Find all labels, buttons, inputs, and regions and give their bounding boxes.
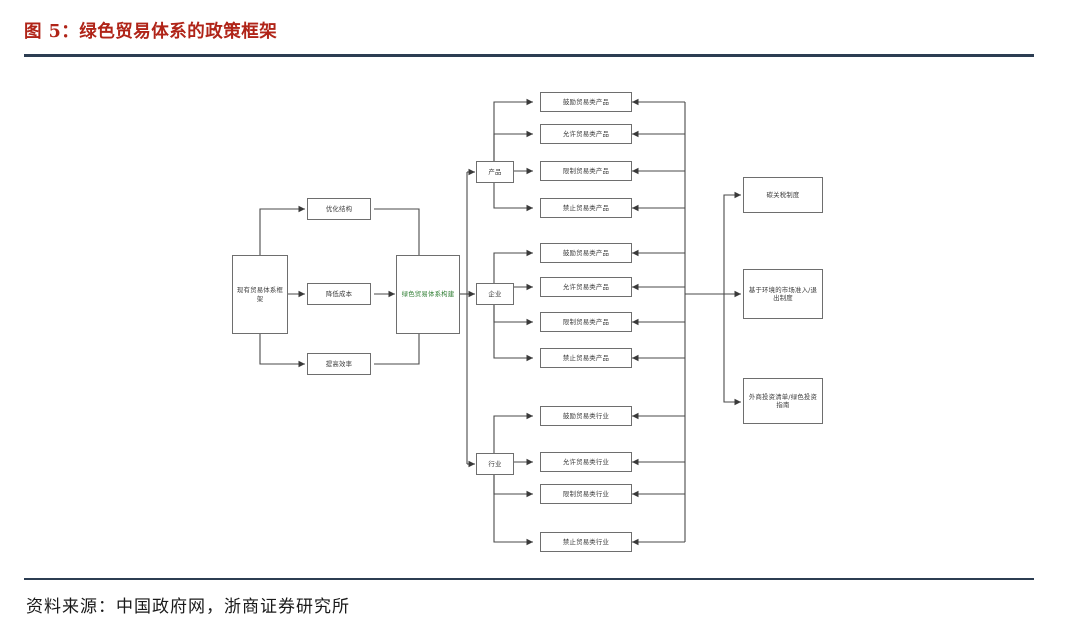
figure-header: 图 5：绿色贸易体系的政策框架 <box>24 20 1056 64</box>
diagram-connectors <box>259 98 741 546</box>
node-category-product[interactable]: 产品 <box>476 161 514 183</box>
node-category-0-label: 产品 <box>488 167 502 176</box>
node-industry-1-label: 允许贸易类行业 <box>562 457 610 466</box>
node-product-encourage[interactable]: 鼓励贸易类产品 <box>540 92 632 112</box>
node-product-prohibit[interactable]: 禁止贸易类产品 <box>540 198 632 218</box>
node-category-enterprise[interactable]: 企业 <box>476 283 514 305</box>
node-enterprise-0-label: 鼓励贸易类产品 <box>562 248 610 257</box>
node-category-1-label: 企业 <box>488 289 502 298</box>
node-policy-market-access[interactable]: 基于环境的市场准入/退出制度 <box>743 269 823 319</box>
node-core-label: 绿色贸易体系构建 <box>401 290 455 299</box>
diagram-canvas: 现有贸易体系框架 优化结构 降低成本 提高效率 绿色贸易体系构建 产品 企业 行… <box>24 62 1034 574</box>
node-goal-optimize-structure[interactable]: 优化结构 <box>307 198 371 220</box>
node-enterprise-2-label: 限制贸易类产品 <box>562 317 610 326</box>
node-goal-improve-efficiency[interactable]: 提高效率 <box>307 353 371 375</box>
node-enterprise-permit[interactable]: 允许贸易类产品 <box>540 277 632 297</box>
node-category-industry[interactable]: 行业 <box>476 453 514 475</box>
node-product-1-label: 允许贸易类产品 <box>562 129 610 138</box>
node-policy-1-label: 基于环境的市场准入/退出制度 <box>748 285 818 302</box>
node-product-3-label: 禁止贸易类产品 <box>562 203 610 212</box>
node-policy-carbon-tariff[interactable]: 碳关税制度 <box>743 177 823 213</box>
node-industry-2-label: 限制贸易类行业 <box>562 489 610 498</box>
node-industry-3-label: 禁止贸易类行业 <box>562 537 610 546</box>
node-goal-0-label: 优化结构 <box>325 204 353 213</box>
node-enterprise-encourage[interactable]: 鼓励贸易类产品 <box>540 243 632 263</box>
node-industry-encourage[interactable]: 鼓励贸易类行业 <box>540 406 632 426</box>
node-enterprise-prohibit[interactable]: 禁止贸易类产品 <box>540 348 632 368</box>
node-industry-permit[interactable]: 允许贸易类行业 <box>540 452 632 472</box>
node-enterprise-1-label: 允许贸易类产品 <box>562 282 610 291</box>
node-origin[interactable]: 现有贸易体系框架 <box>232 255 288 334</box>
source-note: 资料来源：中国政府网，浙商证券研究所 <box>26 597 350 617</box>
title-divider <box>24 54 1034 57</box>
node-industry-restrict[interactable]: 限制贸易类行业 <box>540 484 632 504</box>
node-origin-label: 现有贸易体系框架 <box>236 286 284 303</box>
node-goal-reduce-cost[interactable]: 降低成本 <box>307 283 371 305</box>
page-title: 图 5：绿色贸易体系的政策框架 <box>24 22 278 42</box>
node-category-2-label: 行业 <box>488 459 502 468</box>
node-goal-1-label: 降低成本 <box>325 289 353 298</box>
node-policy-foreign-investment[interactable]: 外商投资清单/绿色投资指南 <box>743 378 823 424</box>
node-goal-2-label: 提高效率 <box>325 359 353 368</box>
node-policy-0-label: 碳关税制度 <box>766 190 800 199</box>
node-policy-2-label: 外商投资清单/绿色投资指南 <box>748 392 818 409</box>
node-industry-0-label: 鼓励贸易类行业 <box>562 411 610 420</box>
node-industry-prohibit[interactable]: 禁止贸易类行业 <box>540 532 632 552</box>
node-enterprise-3-label: 禁止贸易类产品 <box>562 353 610 362</box>
node-core-green-trade-system[interactable]: 绿色贸易体系构建 <box>396 255 460 334</box>
node-product-permit[interactable]: 允许贸易类产品 <box>540 124 632 144</box>
node-product-2-label: 限制贸易类产品 <box>562 166 610 175</box>
node-enterprise-restrict[interactable]: 限制贸易类产品 <box>540 312 632 332</box>
node-product-0-label: 鼓励贸易类产品 <box>562 97 610 106</box>
footer-divider <box>24 578 1034 580</box>
node-product-restrict[interactable]: 限制贸易类产品 <box>540 161 632 181</box>
